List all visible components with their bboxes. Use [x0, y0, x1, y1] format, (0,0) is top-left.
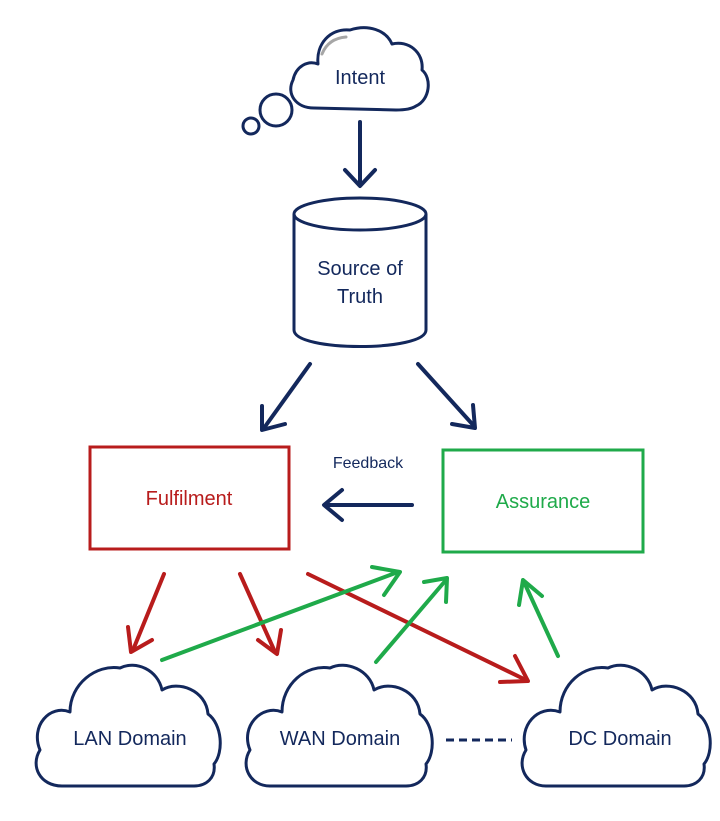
intent-cloud-highlight [320, 35, 348, 56]
fulfilment-label: Fulfilment [146, 488, 233, 510]
lan-cloud-shape [34, 663, 222, 788]
assurance-rect [441, 448, 645, 554]
intent-label: Intent [335, 67, 385, 89]
source-of-truth-database: Source of Truth [292, 196, 428, 348]
cylinder-body [292, 214, 428, 348]
lan-domain-cloud: LAN Domain [34, 663, 222, 788]
dc-domain-label: DC Domain [568, 728, 671, 750]
feedback-label: Feedback [333, 455, 404, 472]
feedback-arrow [322, 488, 414, 522]
arrow-sot-to-fulfilment [260, 362, 312, 432]
dc-domain-cloud: DC Domain [520, 663, 712, 788]
arrow-intent-to-sot [343, 120, 377, 188]
wan-cloud-shape [244, 663, 434, 788]
thought-bubble-small [241, 116, 261, 136]
intent-cloud: Intent [241, 26, 430, 136]
fulfilment-arrow-to-lan [126, 572, 166, 654]
source-of-truth-label-line2: Truth [337, 286, 383, 308]
fulfilment-arrow-to-wan [238, 572, 283, 656]
assurance-arrow-from-dc [517, 578, 560, 658]
wan-domain-cloud: WAN Domain [244, 663, 434, 788]
arrow-sot-to-assurance [416, 362, 477, 430]
dc-cloud-shape [520, 663, 712, 788]
assurance-arrow-from-wan [374, 576, 449, 664]
assurance-box: Assurance [441, 448, 645, 554]
cylinder-top [292, 196, 428, 232]
source-of-truth-label-line1: Source of [317, 258, 403, 280]
wan-domain-label: WAN Domain [280, 728, 400, 750]
fulfilment-rect [88, 445, 291, 551]
assurance-label: Assurance [496, 491, 591, 513]
lan-domain-label: LAN Domain [73, 728, 186, 750]
thought-bubble-large [258, 92, 294, 128]
fulfilment-box: Fulfilment [88, 445, 291, 551]
assurance-arrow-from-lan [160, 565, 402, 662]
